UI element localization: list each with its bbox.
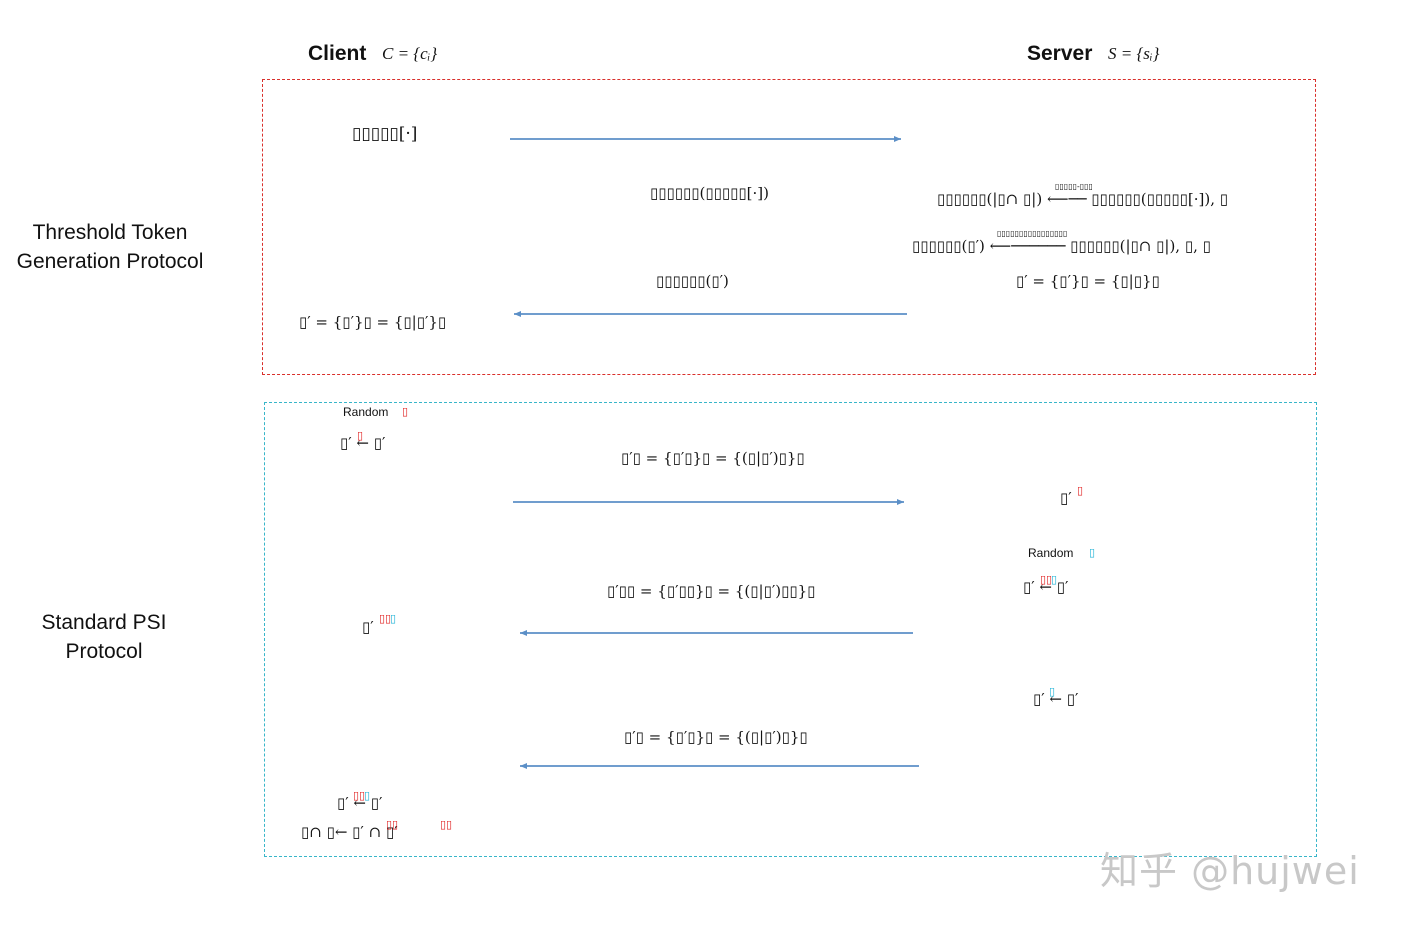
client-label: Client — [308, 42, 367, 65]
server-equation-1: ▯▯▯▯▯▯(|▯∩ ▯|) ⟵── ▯▯▯▯▯▯(▯▯▯▯▯[·]), ▯ — [937, 190, 1229, 208]
client-recv2-formula: ▯′ — [362, 618, 374, 636]
client-random-symbol: ▯ — [402, 405, 409, 418]
client-key-formula: ▯▯▯▯▯[·] — [352, 124, 418, 144]
server-equation-2: ▯▯▯▯▯▯(▯′) ⟵────── ▯▯▯▯▯▯(|▯∩ ▯|), ▯, ▯ — [912, 237, 1211, 255]
server-recv-sup: ▯ — [1077, 484, 1084, 497]
message-1-formula: ▯′▯ = {▯′▯}▯ = {(▯|▯′)▯}▯ — [621, 449, 805, 467]
client-result-formula: ▯′ = {▯′}▯ = {▯|▯′}▯ — [299, 313, 447, 331]
client-recv2-sup-red: ▯▯ — [379, 612, 392, 625]
threshold-protocol-box — [262, 79, 1316, 375]
server-label: Server — [1027, 42, 1093, 65]
psi-phase-line2: Protocol — [65, 640, 143, 663]
server-self-sup: ▯ — [1049, 685, 1056, 698]
client-recv2-sup-blue: ▯ — [390, 612, 397, 625]
server-set: S = {sᵢ} — [1108, 44, 1160, 63]
client-mask-sup: ▯ — [357, 429, 364, 442]
message-to-server-formula: ▯▯▯▯▯▯(▯▯▯▯▯[·]) — [650, 184, 769, 202]
psi-phase-line1: Standard PSI — [41, 611, 167, 634]
server-mask-sup-red: ▯▯ — [1040, 573, 1053, 586]
client-final2-sup-b: ▯▯ — [440, 818, 453, 831]
message-3-formula: ▯′▯ = {▯′▯}▯ = {(▯|▯′)▯}▯ — [624, 728, 808, 746]
threshold-phase-line2: Generation Protocol — [16, 250, 204, 273]
client-mask-text: ▯′ ← ▯′ — [340, 434, 386, 452]
client-final1-sup-red: ▯▯ — [353, 789, 366, 802]
psi-phase-label: Standard PSI Protocol — [4, 608, 204, 666]
server-eq2-over: ▯▯▯▯▯▯▯▯▯▯▯▯▯▯▯▯ — [997, 229, 1068, 238]
client-final-formula-2: ▯∩ ▯← ▯′ ∩ ▯′ — [301, 823, 398, 841]
server-self-formula: ▯′ ← ▯′ — [1033, 690, 1079, 708]
threshold-phase-line1: Threshold Token — [32, 221, 188, 244]
server-mask-sup-blue: ▯ — [1051, 573, 1058, 586]
server-random-label: Random — [1028, 546, 1074, 560]
message-2-formula: ▯′▯▯ = {▯′▯▯}▯ = {(▯|▯′)▯▯}▯ — [607, 582, 816, 600]
psi-protocol-box — [264, 402, 1317, 857]
message-to-client-formula: ▯▯▯▯▯▯(▯′) — [656, 272, 729, 290]
watermark: 知乎 @hujwei — [1100, 849, 1360, 893]
client-final1-sup-blue: ▯ — [364, 789, 371, 802]
client-random-label: Random — [343, 405, 389, 419]
server-recv-formula: ▯′ — [1060, 489, 1072, 507]
threshold-phase-label: Threshold Token Generation Protocol — [4, 218, 216, 276]
client-set: C = {cᵢ} — [382, 44, 438, 63]
client-final-formula-1: ▯′ ← ▯′ — [337, 794, 383, 812]
server-random-symbol: ▯ — [1089, 546, 1096, 559]
client-mask-formula: ▯′ ← ▯′ — [340, 434, 385, 452]
server-equation-3: ▯′ = {▯′}▯ = {▯|▯}▯ — [1016, 272, 1160, 290]
server-mask-formula: ▯′ ← ▯′ — [1023, 578, 1069, 596]
server-eq1-over: ▯▯▯▯▯-▯▯▯ — [1055, 182, 1093, 191]
client-final2-sup-a: ▯▯ — [386, 818, 399, 831]
